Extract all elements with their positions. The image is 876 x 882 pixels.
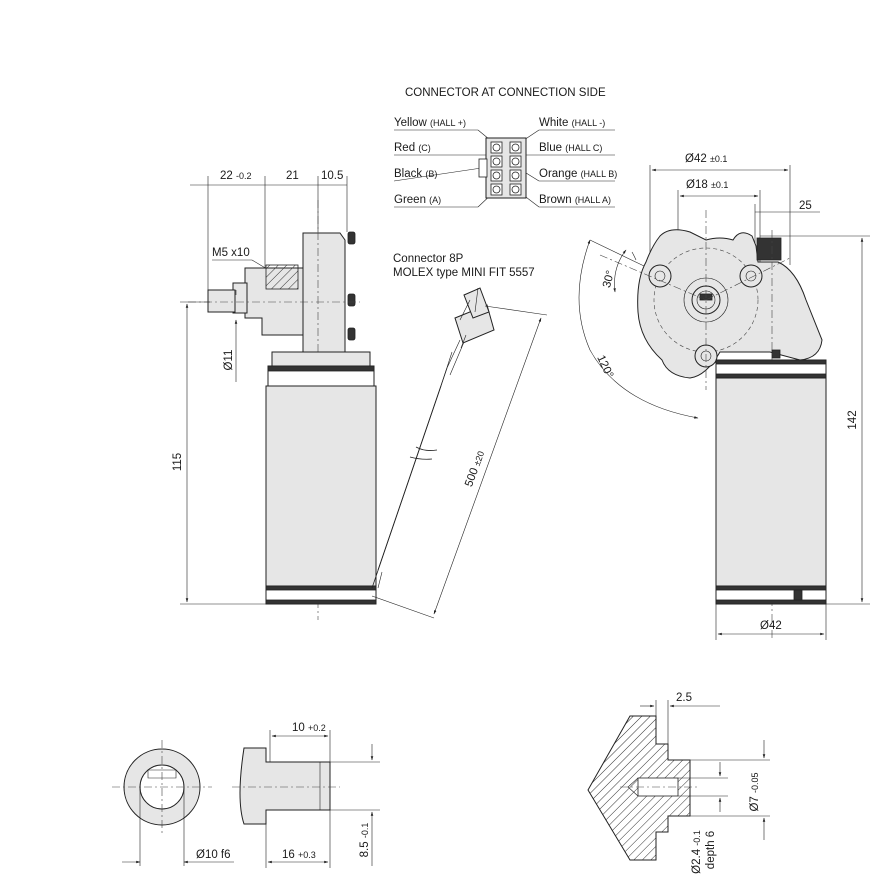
dim-8-5: 8.5 -0.1 [359,823,371,858]
connector-label-2: MOLEX type MINI FIT 5557 [393,267,535,279]
dim-shaft-dia: Ø11 [223,350,235,371]
connector-label-1: Connector 8P [393,253,464,265]
shaft-detail: Ø10 f6 10 +0.2 16 +0.3 8.5 -0.1 [112,722,380,868]
dim-2-5: 2.5 [676,692,692,704]
dim-10-5: 10.5 [321,170,343,182]
connector-face [478,137,527,199]
cable [371,287,495,589]
dim-16: 16 +0.3 [282,849,316,861]
side-view: 22 -0.2 21 10.5 M5 x10 [172,170,548,620]
pin-red-label: Red (C) [394,142,431,154]
dim-10: 10 +0.2 [292,722,326,734]
front-view: Ø42 ±0.1 Ø18 ±0.1 25 30° 120° [578,153,870,640]
dim-142: 142 [847,410,859,429]
dim-cable-length: 500 ±20 [463,449,487,488]
connector-title: CONNECTOR AT CONNECTION SIDE [405,87,606,99]
dim-dia-7: Ø7 -0.05 [749,772,761,811]
dim-21: 21 [286,170,299,182]
pin-white-label: White (HALL -) [539,117,605,129]
pin-blue-label: Blue (HALL C) [539,142,602,154]
dim-22: 22 -0.2 [220,170,252,182]
dim-dia-2-4: Ø2.4 -0.1 [691,830,703,874]
connector-table: CONNECTOR AT CONNECTION SIDE Yellow (HAL… [393,87,617,208]
pin-orange-label: Orange (HALL B) [539,168,617,180]
pin-green-label: Green (A) [394,194,441,206]
thread-label: M5 x10 [212,247,250,259]
pin-black-label: Black (B) [394,168,437,180]
dim-dia-10: Ø10 f6 [196,849,231,861]
dim-dia-42-tol: Ø42 ±0.1 [685,153,727,165]
angle-120: 120° [594,353,615,380]
dim-dia-18: Ø18 ±0.1 [686,179,728,191]
dim-25: 25 [799,200,812,212]
dim-115: 115 [172,453,184,471]
dim-dia-42: Ø42 [760,620,782,632]
angle-30: 30° [601,269,617,289]
pin-yellow-label: Yellow (HALL +) [394,117,466,129]
dim-depth: depth 6 [705,831,717,869]
pin-brown-label: Brown (HALL A) [539,194,611,206]
section-detail: 2.5 Ø7 -0.05 Ø2.4 -0.1 depth 6 [587,692,770,874]
